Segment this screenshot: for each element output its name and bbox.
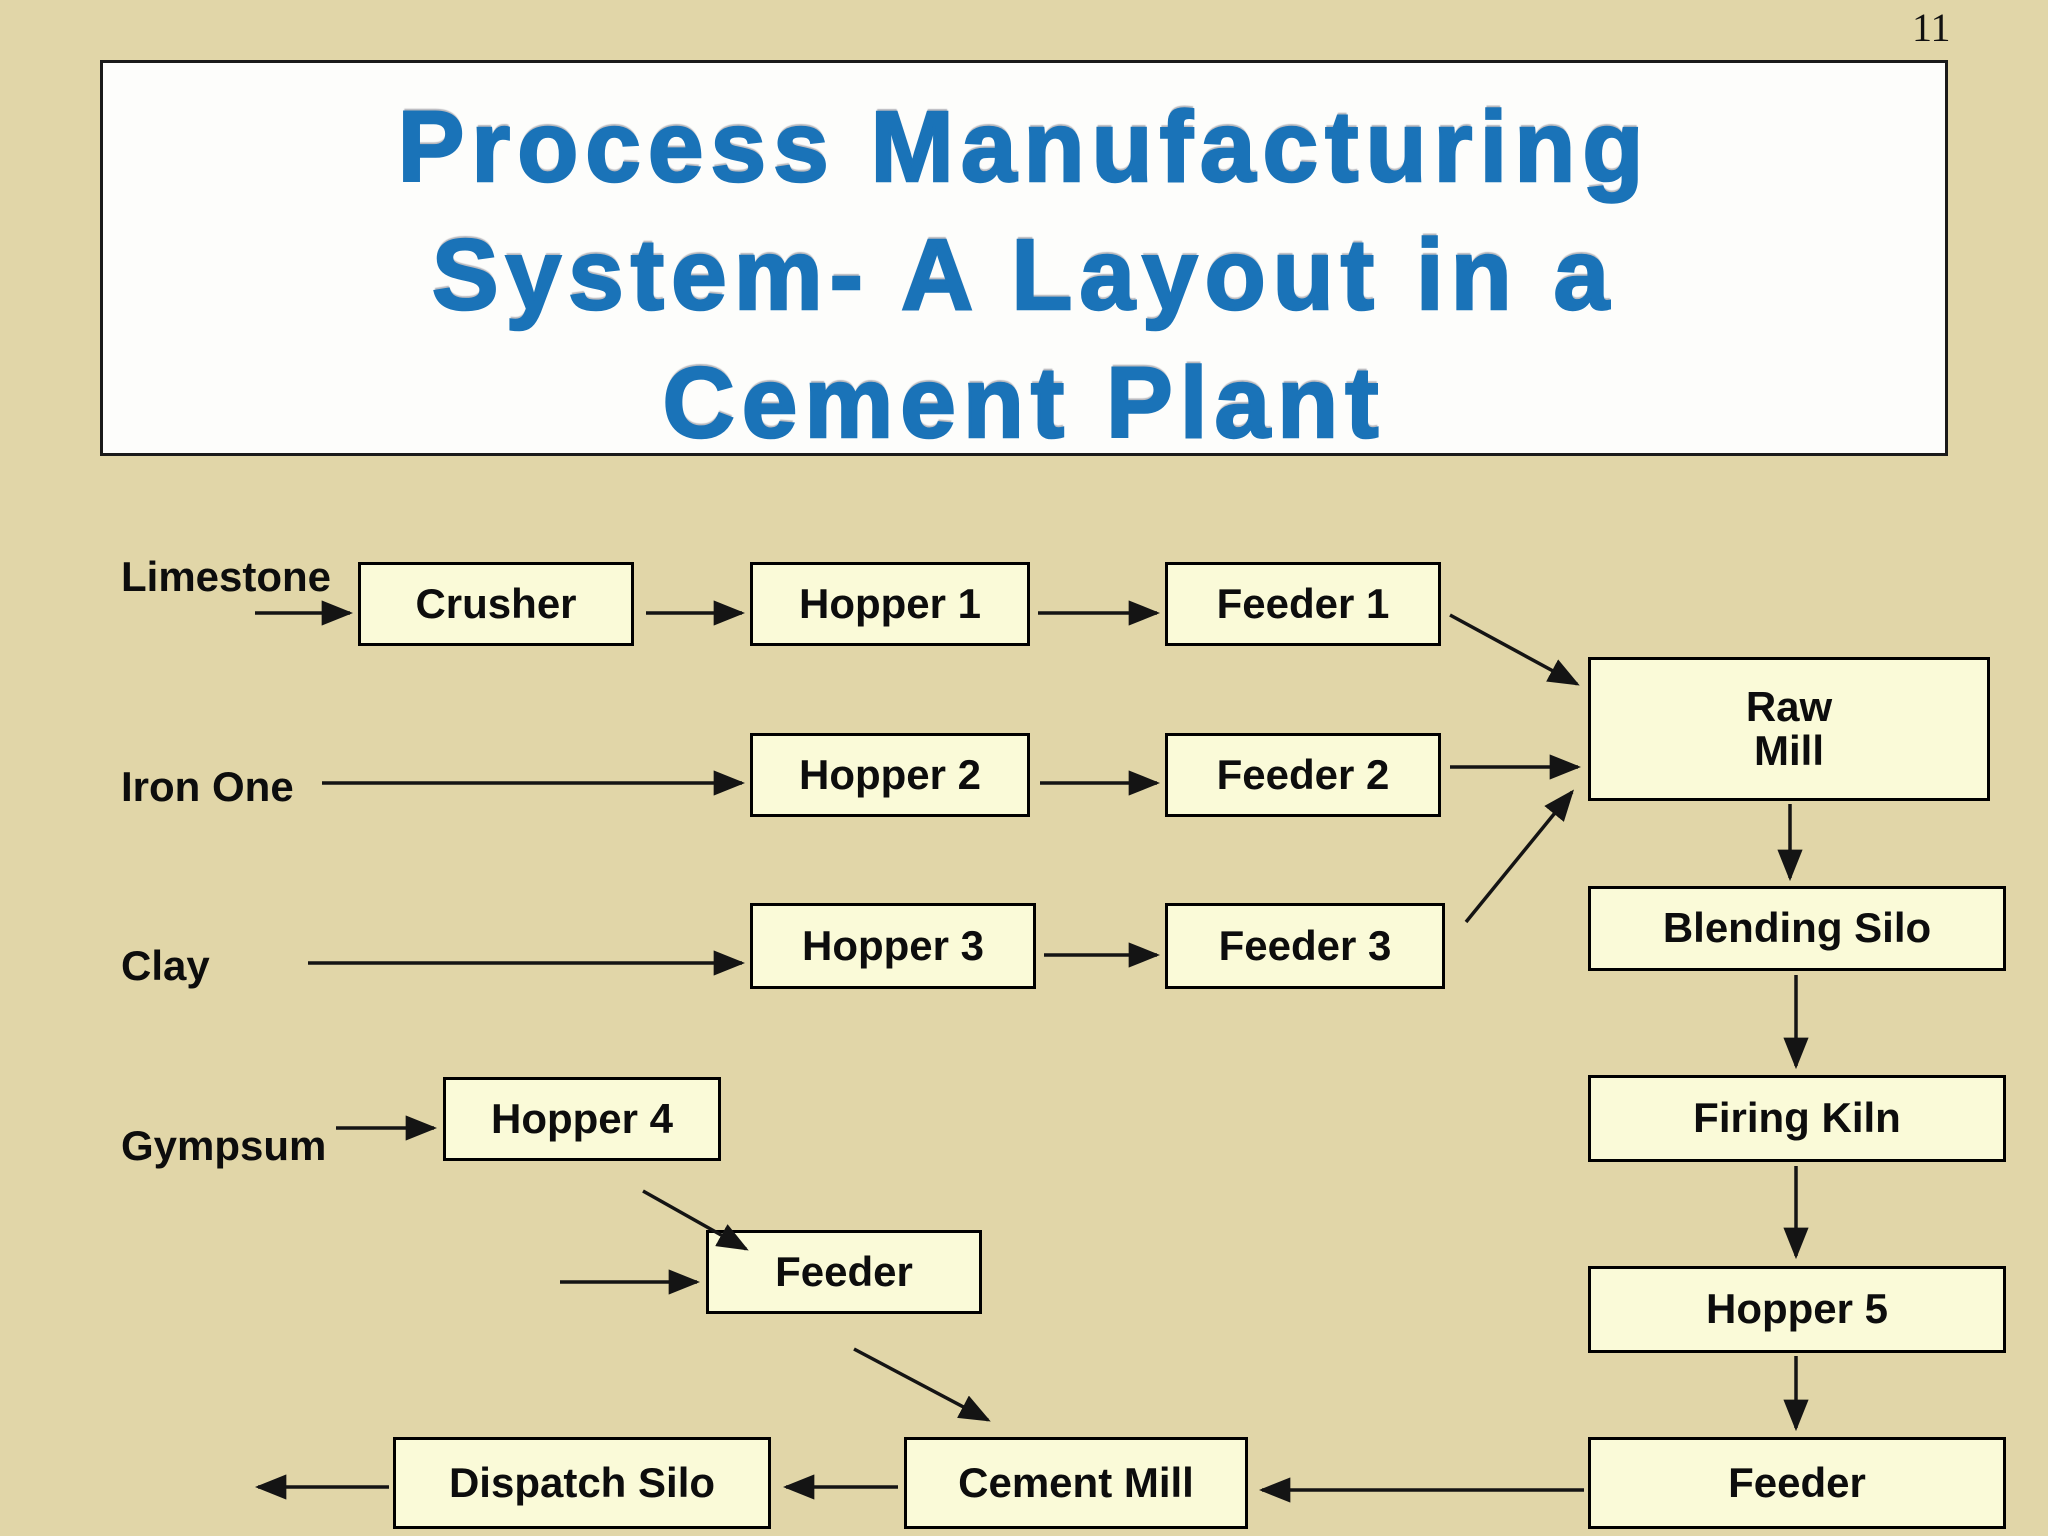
title-line-2: System- A Layout in a	[431, 218, 1617, 333]
page-number: 11	[1912, 5, 1951, 50]
node-dispatch-silo: Dispatch Silo	[393, 1437, 771, 1529]
title-line-3: Cement Plant	[661, 346, 1386, 461]
node-feeder-1: Feeder 1	[1165, 562, 1441, 646]
node-hopper-1: Hopper 1	[750, 562, 1030, 646]
raw-mill-line-1: Raw	[1745, 682, 1833, 730]
node-hopper-5: Hopper 5	[1588, 1266, 2006, 1353]
label-gympsum: Gympsum	[121, 1122, 327, 1169]
label-iron-one: Iron One	[121, 763, 294, 810]
node-raw-mill: Raw Mill	[1588, 657, 1990, 801]
node-feeder-2: Feeder 2	[1165, 733, 1441, 817]
node-feeder-mid: Feeder	[706, 1230, 982, 1314]
raw-mill-line-2: Mill	[1754, 727, 1824, 774]
arrow-feedermid-cementmill	[853, 1347, 991, 1422]
label-clay: Clay	[121, 942, 210, 989]
title-line-1: Process Manufacturing	[396, 90, 1651, 205]
node-firing-kiln: Firing Kiln	[1588, 1075, 2006, 1162]
node-blending-silo: Blending Silo	[1588, 886, 2006, 971]
node-hopper-3: Hopper 3	[750, 903, 1036, 989]
node-hopper-2: Hopper 2	[750, 733, 1030, 817]
arrow-feeder3-rawmill	[1464, 789, 1574, 924]
arrow-feeder1-rawmill	[1449, 613, 1580, 686]
label-limestone: Limestone	[121, 553, 332, 600]
node-cement-mill: Cement Mill	[904, 1437, 1248, 1529]
title-box: Process Manufacturing System- A Layout i…	[100, 60, 1948, 460]
node-feeder-3: Feeder 3	[1165, 903, 1445, 989]
node-crusher: Crusher	[358, 562, 634, 646]
node-feeder-right: Feeder	[1588, 1437, 2006, 1529]
node-hopper-4: Hopper 4	[443, 1077, 721, 1161]
arrow-hopper4-feedermid	[642, 1189, 749, 1251]
